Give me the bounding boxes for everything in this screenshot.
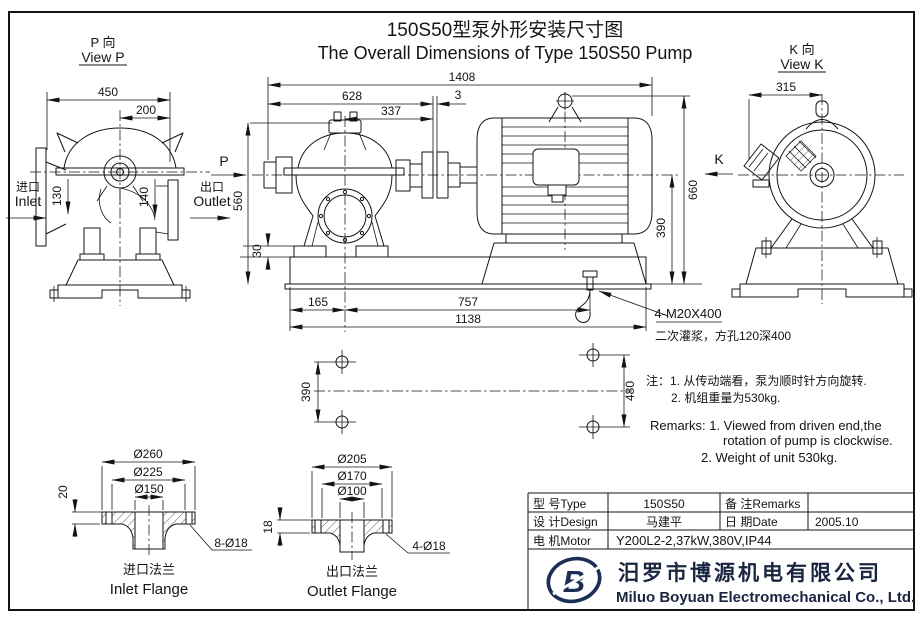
baseplate bbox=[284, 256, 652, 290]
dim-foundation-480: 480 bbox=[623, 381, 637, 401]
dim-3: 3 bbox=[455, 88, 462, 102]
pump-side-view bbox=[263, 111, 423, 258]
title-block-table: 型 号Type 150S50 备 注Remarks 设 计Design 马建平 … bbox=[527, 492, 914, 610]
terminal-box-view-k bbox=[743, 143, 780, 181]
table-type-value: 150S50 bbox=[643, 497, 685, 511]
motor-feet bbox=[505, 233, 623, 244]
table-design-value: 马建平 bbox=[646, 515, 682, 529]
p-direction-label: P bbox=[219, 153, 228, 169]
main-assembly-view: P 1408 628 3 337 560 30 bbox=[211, 70, 791, 343]
inlet-flange-detail: Ø260 Ø225 Ø150 20 8-Ø18 进口法兰 Inlet Flang… bbox=[56, 447, 252, 598]
coupling bbox=[421, 151, 478, 199]
table-date-label: 日 期Date bbox=[725, 515, 778, 529]
dim-757: 757 bbox=[458, 295, 478, 309]
view-p: P 向 View P 450 200 130 140 进口 Inlet 出口 O… bbox=[6, 35, 231, 306]
motor-terminal-box bbox=[532, 148, 580, 186]
title-zh: 150S50型泵外形安装尺寸图 bbox=[387, 19, 624, 41]
company-logo: B bbox=[546, 556, 602, 604]
dim-450: 450 bbox=[98, 85, 118, 99]
dim-337: 337 bbox=[381, 104, 401, 118]
table-motor-label: 电 机Motor bbox=[533, 534, 591, 548]
company-block: B 汨罗市博源机电有限公司 Miluo Boyuan Electromechan… bbox=[546, 556, 915, 606]
outlet-label-zh: 出口 bbox=[200, 180, 224, 194]
inlet-dim-thickness: 20 bbox=[56, 485, 70, 499]
note-en-1: Remarks: 1. Viewed from driven end,the bbox=[650, 418, 882, 433]
table-date-value: 2005.10 bbox=[815, 515, 859, 529]
outlet-flange-detail: Ø205 Ø170 Ø100 18 4-Ø18 出口法兰 Outlet Flan… bbox=[261, 452, 450, 600]
outlet-dim-thickness: 18 bbox=[261, 520, 275, 534]
dim-560: 560 bbox=[231, 191, 245, 211]
outlet-dim-bolt-circle: Ø170 bbox=[337, 469, 367, 483]
view-k-label-zh: K 向 bbox=[789, 42, 814, 57]
anchor-bolt-callout: 4-M20X400 bbox=[654, 306, 721, 321]
outlet-holes-callout: 4-Ø18 bbox=[412, 539, 446, 553]
view-k: K 向 View K 315 bbox=[731, 42, 913, 304]
table-design-label: 设 计Design bbox=[533, 515, 598, 529]
inlet-dim-outer: Ø260 bbox=[133, 447, 163, 461]
inlet-dim-bolt-circle: Ø225 bbox=[133, 465, 163, 479]
outlet-label-en: Outlet bbox=[193, 193, 230, 209]
view-k-label-en: View K bbox=[780, 56, 824, 72]
inlet-flange-section bbox=[101, 511, 196, 550]
dim-315: 315 bbox=[776, 80, 796, 94]
company-name-en: Miluo Boyuan Electromechanical Co., Ltd. bbox=[616, 589, 915, 606]
foundation-plan: 390 480 bbox=[299, 343, 637, 439]
dim-30: 30 bbox=[250, 244, 264, 258]
outlet-flange-label-en: Outlet Flange bbox=[307, 583, 397, 600]
view-p-label-zh: P 向 bbox=[90, 35, 115, 50]
dim-628: 628 bbox=[342, 89, 362, 103]
grout-note: 二次灌浆，方孔120深400 bbox=[655, 328, 791, 343]
table-motor-value: Y200L2-2,37kW,380V,IP44 bbox=[616, 533, 772, 548]
outlet-flange-section bbox=[311, 519, 393, 553]
dim-130: 130 bbox=[50, 186, 64, 206]
outlet-dim-bore: Ø100 bbox=[337, 484, 367, 498]
anchor-bolt bbox=[575, 270, 669, 323]
inlet-flange-label-zh: 进口法兰 bbox=[123, 562, 175, 577]
table-remarks-label: 备 注Remarks bbox=[725, 496, 800, 511]
inlet-label-en: Inlet bbox=[15, 193, 42, 209]
notes: 注：1. 从传动端看，泵为顺时针方向旋转. 2. 机组重量为530kg. Rem… bbox=[646, 373, 893, 465]
motor-side-view bbox=[476, 92, 653, 285]
drawing-border bbox=[8, 11, 915, 611]
company-name-zh: 汨罗市博源机电有限公司 bbox=[618, 561, 882, 585]
dim-200: 200 bbox=[136, 103, 156, 117]
inlet-dim-bore: Ø150 bbox=[134, 482, 164, 496]
table-type-label: 型 号Type bbox=[533, 497, 587, 511]
k-direction-label: K bbox=[714, 151, 724, 167]
dim-660: 660 bbox=[686, 180, 700, 200]
dim-1138: 1138 bbox=[455, 312, 481, 326]
drawing-title: 150S50型泵外形安装尺寸图 The Overall Dimensions o… bbox=[318, 19, 693, 63]
inlet-label-zh: 进口 bbox=[16, 180, 40, 194]
note-zh-2: 2. 机组重量为530kg. bbox=[671, 391, 780, 405]
dim-390: 390 bbox=[654, 218, 668, 238]
outlet-dim-outer: Ø205 bbox=[337, 452, 367, 466]
title-en: The Overall Dimensions of Type 150S50 Pu… bbox=[318, 43, 693, 63]
motor-pedestal bbox=[481, 242, 647, 285]
dim-165: 165 bbox=[308, 295, 328, 309]
outlet-flange-label-zh: 出口法兰 bbox=[326, 564, 378, 579]
inlet-holes-callout: 8-Ø18 bbox=[214, 536, 248, 550]
note-en-2: rotation of pump is clockwise. bbox=[723, 433, 893, 448]
view-p-label-en: View P bbox=[81, 49, 124, 65]
dim-foundation-390: 390 bbox=[299, 382, 313, 402]
note-en-3: 2. Weight of unit 530kg. bbox=[701, 450, 837, 465]
fan-grille-hatch bbox=[785, 140, 817, 172]
dim-140: 140 bbox=[137, 187, 151, 207]
note-zh-1: 注：1. 从传动端看，泵为顺时针方向旋转. bbox=[646, 373, 867, 388]
inlet-flange-label-en: Inlet Flange bbox=[110, 581, 188, 598]
dim-1408: 1408 bbox=[449, 70, 476, 84]
